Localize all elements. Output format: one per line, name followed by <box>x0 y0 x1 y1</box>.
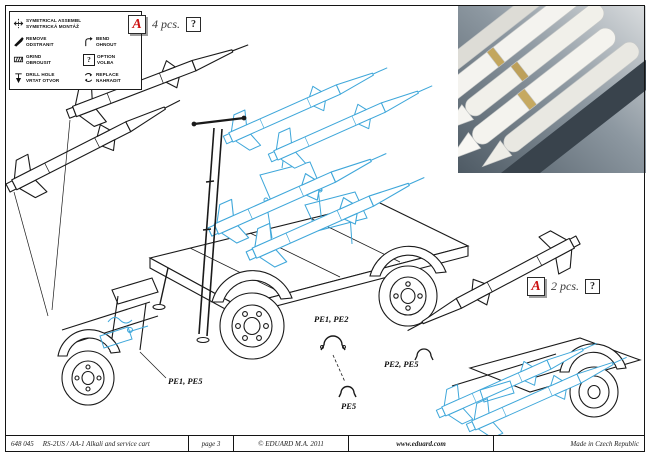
legend-label-en: REPLACE <box>96 71 119 77</box>
legend-item-grind: GRIND OBROUSIT <box>13 51 81 68</box>
legend-item-remove: REMOVE ODSTRANIT <box>13 33 81 50</box>
photo-image <box>458 6 646 173</box>
legend-label-cz: NAHRADIT <box>96 77 121 83</box>
pe-label-pe1-pe5: PE1, PE5 <box>168 376 203 386</box>
cart-wheels <box>211 245 447 360</box>
legend-item-symmetrical-assembly: SYMETRICAL ASSEMBLY SYMETRICKÁ MONTÁŽ <box>13 15 81 32</box>
footer-kit-title: RS-2US / AA-1 Alkali and service cart <box>42 439 150 448</box>
legend-spacer <box>83 15 133 32</box>
knife-icon <box>13 36 24 47</box>
assembly-letter-box: A <box>128 15 146 34</box>
legend-item-replace: REPLACE NAHRADIT <box>83 69 133 86</box>
pe-detail-right <box>429 325 635 446</box>
assembly-quantity: 4 pcs. <box>152 17 180 31</box>
legend-item-bend: BEND OHNOUT <box>83 33 133 50</box>
grind-icon <box>13 54 24 65</box>
pe-clamp-right <box>414 348 434 361</box>
legend-label-cz: VOLBA <box>97 59 114 65</box>
assembly-letter: A <box>531 278 541 294</box>
photo-inset <box>458 6 646 173</box>
legend-label-en: BEND <box>96 35 110 41</box>
pe-clamp-parts <box>320 335 357 398</box>
legend-label-cz: SYMETRICKÁ MONTÁŽ <box>26 23 79 29</box>
legend-label-en: OPTION <box>97 53 116 59</box>
tow-bar <box>191 115 247 343</box>
footer-page-number: page 3 <box>189 436 234 451</box>
footer-kit-info: 648 045 RS-2US / AA-1 Alkali and service… <box>6 436 189 451</box>
option-box: ? <box>585 279 600 294</box>
footer-website-link[interactable]: www.eduard.com <box>349 436 494 451</box>
option-icon: ? <box>83 53 95 66</box>
legend-label-en: DRILL HOLE <box>26 71 55 77</box>
pe-detail-left <box>99 316 149 349</box>
replace-arrows-icon <box>83 72 94 83</box>
assembly-letter: A <box>132 16 142 32</box>
legend-label-en: GRIND <box>26 53 42 59</box>
legend-item-drill-hole: DRILL HOLE VRTAT OTVOR <box>13 69 81 86</box>
legend-label-cz: OHNOUT <box>96 41 117 47</box>
assembly-letter-box: A <box>527 277 545 296</box>
assembly-marker-bottom: A 2 pcs. ? <box>527 277 600 296</box>
bend-arrow-icon <box>83 36 94 47</box>
symmetrical-assembly-icon <box>13 18 24 29</box>
assembly-marker-top: A 4 pcs. ? <box>128 15 201 34</box>
legend-label-en: SYMETRICAL ASSEMBLY <box>26 17 81 23</box>
footer-origin: Made in Czech Republic <box>570 439 639 448</box>
assembly-quantity: 2 pcs. <box>551 279 579 293</box>
legend-label-cz: OBROUSIT <box>26 59 52 65</box>
legend-label-cz: VRTAT OTVOR <box>26 77 60 83</box>
pe-label-pe1-pe2: PE1, PE2 <box>314 314 349 324</box>
footer-copyright: © EDUARD M.A. 2011 <box>234 436 349 451</box>
footer-bar: 648 045 RS-2US / AA-1 Alkali and service… <box>6 435 644 451</box>
cart-detail-left <box>57 277 159 406</box>
legend-box: SYMETRICAL ASSEMBLY SYMETRICKÁ MONTÁŽ RE… <box>9 11 142 90</box>
option-box: ? <box>186 17 201 32</box>
drill-icon <box>13 72 24 83</box>
legend-label-cz: ODSTRANIT <box>26 41 54 47</box>
pe-label-pe5: PE5 <box>341 401 357 411</box>
pe-label-pe2-pe5: PE2, PE5 <box>384 359 419 369</box>
legend-label-en: REMOVE <box>26 35 47 41</box>
legend-item-option: ? OPTION VOLBA <box>83 51 133 68</box>
footer-catalog-number: 648 045 <box>11 439 34 448</box>
